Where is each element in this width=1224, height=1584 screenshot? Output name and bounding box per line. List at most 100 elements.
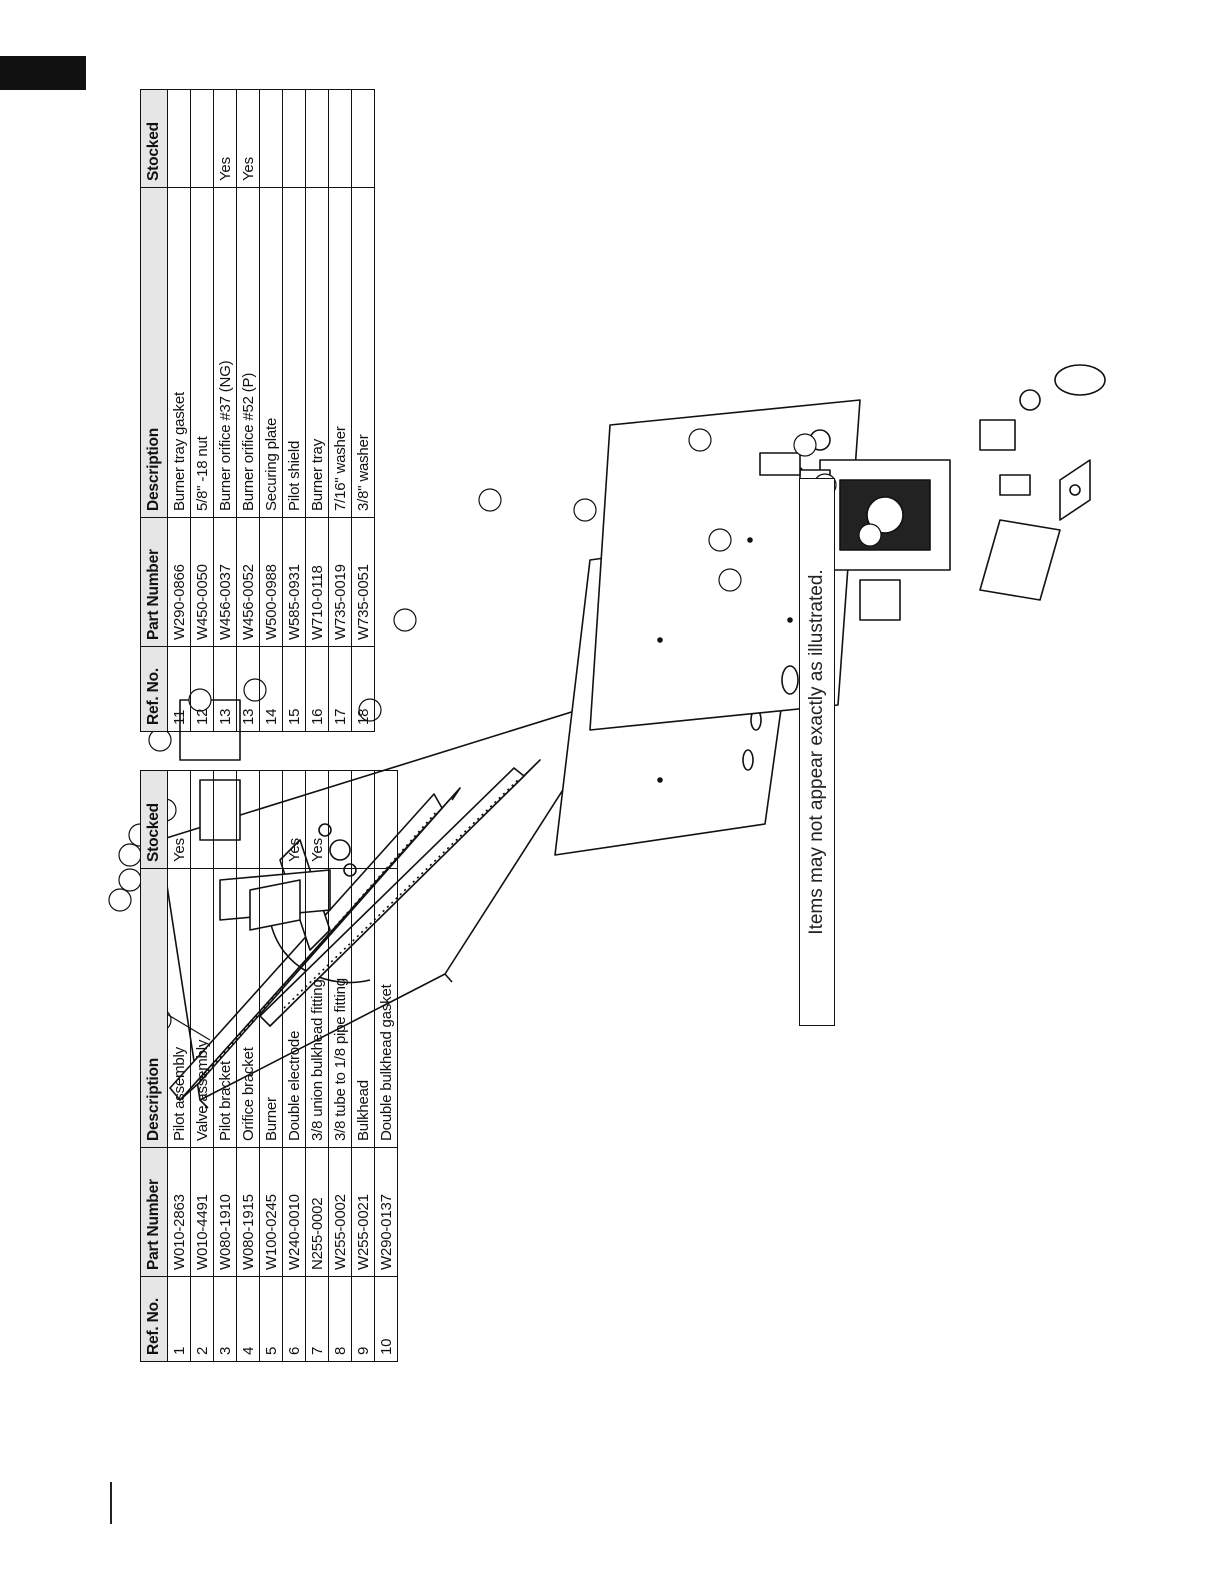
ref-cell: 9: [351, 1276, 375, 1362]
ref-cell: 11: [167, 646, 191, 732]
col-header-ref: Ref. No.: [140, 646, 168, 732]
stocked-cell: Yes: [213, 89, 237, 188]
col-header-part: Part Number: [140, 517, 168, 647]
callout-circle: [188, 688, 212, 712]
stocked-cell: Yes: [236, 89, 260, 188]
part-number-cell: W255-0021: [351, 1147, 375, 1277]
description-cell: Burner tray: [305, 187, 329, 518]
description-cell: Burner orifice #52 (P): [236, 187, 260, 518]
description-cell: 5/8" -18 nut: [190, 187, 214, 518]
callout-circle: [108, 888, 132, 912]
part-number-cell: W255-0002: [328, 1147, 352, 1277]
ref-cell: 10: [374, 1276, 398, 1362]
col-header-desc: Description: [140, 868, 168, 1148]
description-cell: 3/8" washer: [351, 187, 375, 518]
stocked-cell: [259, 770, 283, 869]
stocked-cell: Yes: [282, 770, 306, 869]
callout-circle: [858, 523, 882, 547]
part-number-cell: W456-0037: [213, 517, 237, 647]
description-cell: Securing plate: [259, 187, 283, 518]
part-number-cell: W080-1910: [213, 1147, 237, 1277]
part-number-cell: W240-0010: [282, 1147, 306, 1277]
col-header-part: Part Number: [140, 1147, 168, 1277]
ref-cell: 4: [236, 1276, 260, 1362]
parts-table-right: Ref. No. Part Number Description Stocked…: [140, 89, 375, 732]
exploded-parts-diagram: [108, 364, 1106, 1109]
description-cell: Double electrode: [282, 868, 306, 1148]
part-number-cell: W500-0988: [259, 517, 283, 647]
callout-circle: [243, 678, 267, 702]
burner-bar-illustration: [259, 759, 541, 1027]
description-cell: 7/16" washer: [328, 187, 352, 518]
stocked-cell: [282, 89, 306, 188]
section-tab-marker: [0, 56, 86, 90]
stocked-cell: [374, 770, 398, 869]
stocked-cell: Yes: [305, 770, 329, 869]
part-number-cell: N255-0002: [305, 1147, 329, 1277]
part-number-cell: W735-0051: [351, 517, 375, 647]
stocked-cell: [328, 89, 352, 188]
col-header-stocked: Stocked: [140, 770, 168, 869]
callout-circle: [118, 868, 142, 892]
stocked-cell: [190, 89, 214, 188]
part-number-cell: W100-0245: [259, 1147, 283, 1277]
callout-circle: [148, 728, 172, 752]
callout-circle: [793, 433, 817, 457]
stocked-cell: [351, 770, 375, 869]
description-cell: Valve assembly: [190, 868, 214, 1148]
stocked-cell: [213, 770, 237, 869]
callout-circle: [118, 843, 142, 867]
description-cell: Burner orifice #37 (NG): [213, 187, 237, 518]
part-number-cell: W010-4491: [190, 1147, 214, 1277]
callout-circle: [573, 498, 597, 522]
ref-cell: 6: [282, 1276, 306, 1362]
callout-circle: [688, 428, 712, 452]
part-number-cell: W456-0052: [236, 517, 260, 647]
ref-cell: 1: [167, 1276, 191, 1362]
col-header-desc: Description: [140, 187, 168, 518]
ref-cell: 5: [259, 1276, 283, 1362]
description-cell: Burner: [259, 868, 283, 1148]
stocked-cell: [328, 770, 352, 869]
table-header-row: Ref. No. Part Number Description Stocked: [140, 770, 168, 1362]
col-header-stocked: Stocked: [140, 89, 168, 188]
callout-circle: [478, 488, 502, 512]
stocked-cell: [305, 89, 329, 188]
ref-cell: 7: [305, 1276, 329, 1362]
part-number-cell: W290-0137: [374, 1147, 398, 1277]
ref-cell: 18: [351, 646, 375, 732]
stocked-cell: [259, 89, 283, 188]
col-header-ref: Ref. No.: [140, 1276, 168, 1362]
description-cell: Burner tray gasket: [167, 187, 191, 518]
rotated-page-content: Ref. No. Part Number Description Stocked…: [100, 0, 1106, 1400]
part-number-cell: W735-0019: [328, 517, 352, 647]
description-cell: 3/8 union bulkhead fitting: [305, 868, 329, 1148]
callout-circle: [358, 698, 382, 722]
description-cell: Pilot bracket: [213, 868, 237, 1148]
description-cell: Orifice bracket: [236, 868, 260, 1148]
ref-cell: 8: [328, 1276, 352, 1362]
pilot-assembly-illustration: [179, 699, 357, 931]
illustration-disclaimer: Items may not appear exactly as illustra…: [799, 478, 835, 1026]
part-number-cell: W450-0050: [190, 517, 214, 647]
stocked-cell: [236, 770, 260, 869]
hardware-illustration: [759, 364, 1106, 601]
callout-circle: [393, 608, 417, 632]
